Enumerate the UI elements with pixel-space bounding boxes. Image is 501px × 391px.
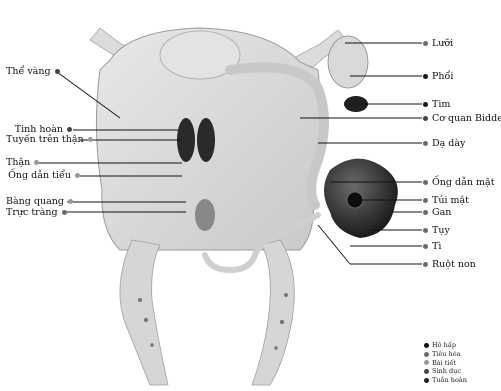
legend-item: Tuần hoàn <box>424 376 467 385</box>
dot-icon <box>424 360 429 365</box>
label-tuimat: Túi mật <box>423 195 469 206</box>
dot-icon <box>424 352 429 357</box>
label-ruotnon: Ruột non <box>423 259 476 270</box>
dot-icon <box>62 210 67 215</box>
dot-icon <box>423 198 428 203</box>
label-tructrang: Trực tràng <box>6 207 63 218</box>
label-tuy: Tụy <box>423 225 450 236</box>
dot-icon <box>67 127 72 132</box>
label-ongdantieu: Ống dẫn tiểu <box>6 170 80 181</box>
dot-icon <box>423 141 428 146</box>
label-bangquang: Bàng quang <box>6 196 67 207</box>
label-gan: Gan <box>423 207 451 218</box>
dot-icon <box>423 262 428 267</box>
label-ongdanmat: Ống dẫn mật <box>423 177 495 188</box>
label-luoi: Lưỡi <box>423 38 453 49</box>
dot-icon <box>424 378 429 383</box>
dot-icon <box>55 69 60 74</box>
label-tuyentren: Tuyến trên thận <box>6 134 80 145</box>
label-thevang: Thể vàng <box>6 66 56 77</box>
dot-icon <box>68 199 73 204</box>
dot-icon <box>423 210 428 215</box>
dot-icon <box>423 41 428 46</box>
dot-icon <box>423 180 428 185</box>
dot-icon <box>424 369 429 374</box>
label-daday: Dạ dày <box>423 138 465 149</box>
label-tim: Tim <box>423 99 450 110</box>
label-coquan: Cơ quan Bidder <box>423 113 501 124</box>
dot-icon <box>423 102 428 107</box>
dot-icon <box>423 116 428 121</box>
dot-icon <box>423 244 428 249</box>
dot-icon <box>424 343 429 348</box>
dot-icon <box>88 137 93 142</box>
legend: Hô hấp Tiêu hóa Bài tiết Sinh dục Tuần h… <box>424 341 467 385</box>
dot-icon <box>423 74 428 79</box>
label-than: Thận <box>6 157 37 168</box>
legend-item: Tiêu hóa <box>424 350 467 359</box>
label-ti: Tì <box>423 241 441 252</box>
dot-icon <box>75 173 80 178</box>
legend-item: Hô hấp <box>424 341 467 350</box>
legend-item: Bài tiết <box>424 359 467 368</box>
dot-icon <box>423 228 428 233</box>
legend-item: Sinh dục <box>424 367 467 376</box>
label-phoi: Phổi <box>423 71 453 82</box>
